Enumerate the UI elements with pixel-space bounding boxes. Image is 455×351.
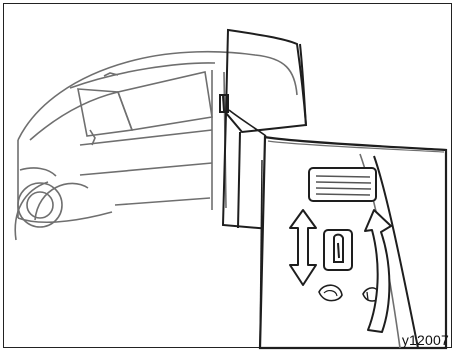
door-latch-closeup [260,137,446,348]
figure-code: y12007 [402,333,449,347]
van-illustration [15,52,297,240]
